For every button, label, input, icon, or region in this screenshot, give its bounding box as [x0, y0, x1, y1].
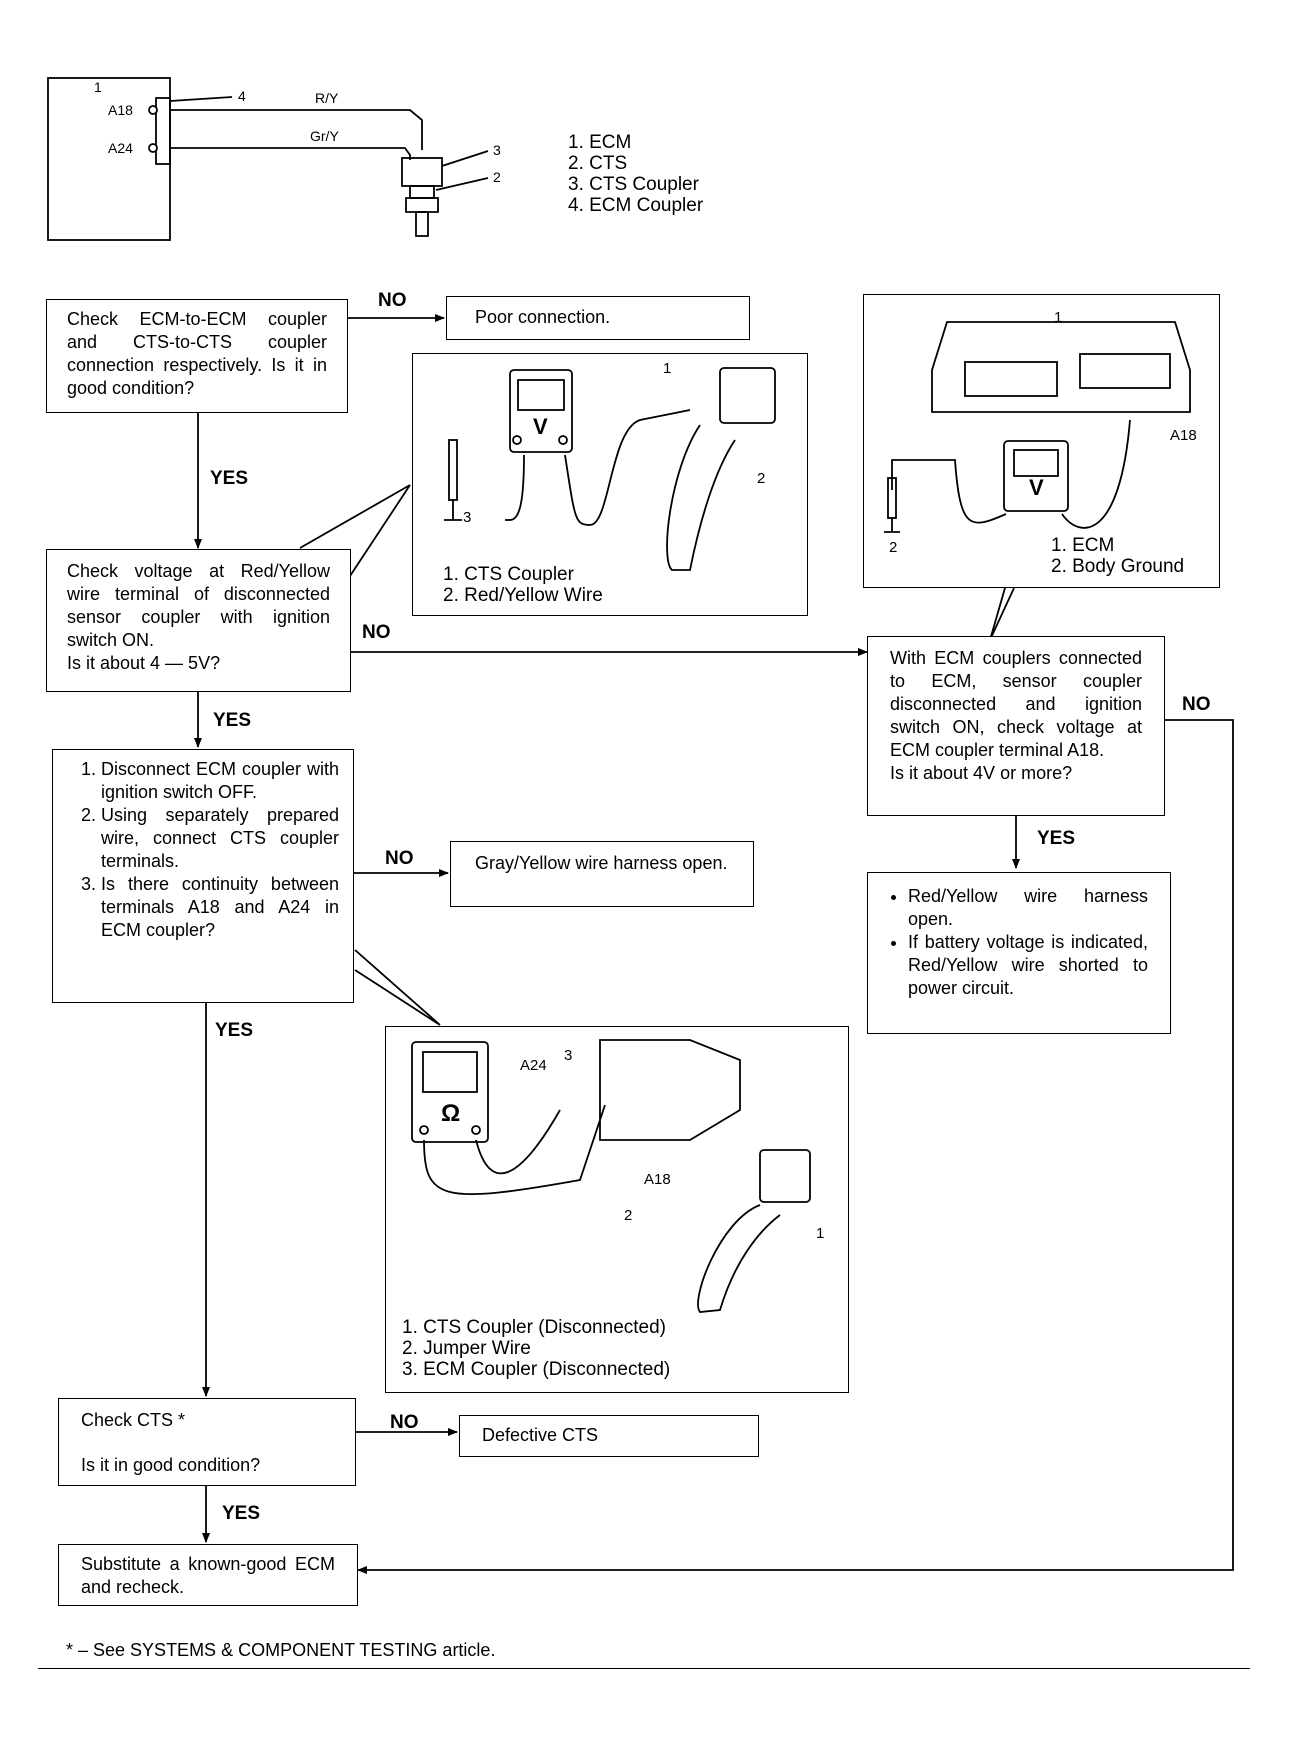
step-continuity: Disconnect ECM coupler with ignition swi… — [52, 749, 354, 1003]
step-check-cts-text: Check CTS * — [81, 1410, 186, 1430]
footer-rule — [38, 1668, 1250, 1669]
legend-item: 2. Body Ground — [1051, 556, 1185, 577]
footnote: * – See SYSTEMS & COMPONENT TESTING arti… — [66, 1640, 496, 1660]
step-continuity-item: Using separately prepared wire, connect … — [101, 804, 339, 873]
step-check-couplers: Check ECM-to-ECM coupler and CTS-to-CTS … — [46, 299, 348, 413]
legend-item: 1. CTS Coupler — [443, 564, 574, 585]
label-no: NO — [1182, 694, 1211, 715]
step-ecm-voltage-text: With ECM couplers connected to ECM, sens… — [890, 648, 1142, 760]
figure-pin-a24: A24 — [520, 1057, 547, 1074]
schematic-callout-4: 4 — [238, 88, 246, 104]
label-no: NO — [378, 290, 407, 311]
legend-item: 1. ECM — [1051, 535, 1115, 556]
result-defective-cts-text: Defective CTS — [482, 1425, 599, 1445]
result-poor-connection: Poor connection. — [446, 296, 750, 340]
label-no: NO — [390, 1412, 419, 1433]
legend-item: 2. CTS — [568, 153, 628, 174]
step-substitute-ecm-text: Substitute a known-good ECM and recheck. — [81, 1554, 335, 1597]
meter-symbol: Ω — [441, 1100, 461, 1127]
arrow-no-substitute — [357, 719, 1234, 1574]
figure-callout-1: 1 — [1054, 309, 1063, 326]
legend-item: 1. ECM — [568, 132, 632, 153]
result-defective-cts: Defective CTS — [459, 1415, 759, 1457]
figure-continuity: A24 3 A18 2 1 Ω 1. CTS Coupler (Disconne… — [385, 1026, 849, 1393]
meter-symbol: V — [1029, 475, 1044, 500]
label-yes: YES — [213, 710, 252, 731]
step-check-voltage-question: Is it about 4 — 5V? — [67, 653, 221, 673]
figure-callout-2: 2 — [889, 539, 898, 556]
step-check-cts-question: Is it in good condition? — [81, 1455, 261, 1475]
schematic-wire-ry: R/Y — [315, 90, 339, 106]
figure-cts-voltage: 1 2 3 V 1. CTS Coupler 2. Red/Yellow Wir… — [412, 353, 808, 616]
cts-coupler-drawing — [401, 157, 443, 187]
schematic-wire-gry: Gr/Y — [310, 128, 339, 144]
result-red-yellow: Red/Yellow wire harness open. If battery… — [867, 872, 1171, 1034]
label-yes: YES — [210, 468, 249, 489]
figure-cts-voltage-legend: 1. CTS Coupler 2. Red/Yellow Wire — [443, 564, 603, 606]
legend-item: 4. ECM Coupler — [568, 195, 704, 216]
figure-pin-a18: A18 — [1170, 427, 1197, 444]
schematic-legend: 1. ECM 2. CTS 3. CTS Coupler 4. ECM Coup… — [568, 132, 703, 216]
figure-continuity-legend: 1. CTS Coupler (Disconnected) 2. Jumper … — [402, 1317, 670, 1380]
legend-item: 2. Jumper Wire — [402, 1338, 531, 1359]
legend-item: 3. ECM Coupler (Disconnected) — [402, 1359, 671, 1380]
result-poor-connection-text: Poor connection. — [475, 307, 611, 327]
schematic-ecm-number: 1 — [94, 79, 102, 95]
label-yes: YES — [222, 1503, 261, 1524]
figure-callout-3: 3 — [564, 1047, 573, 1064]
step-check-voltage: Check voltage at Red/Yellow wire termina… — [46, 549, 351, 692]
step-substitute-ecm: Substitute a known-good ECM and recheck. — [58, 1544, 358, 1606]
figure-ecm-voltage-legend: 1. ECM 2. Body Ground — [1051, 535, 1184, 577]
step-check-couplers-text: Check ECM-to-ECM coupler and CTS-to-CTS … — [67, 309, 327, 398]
step-continuity-list: Disconnect ECM coupler with ignition swi… — [73, 758, 339, 942]
figure-pin-a18: A18 — [644, 1171, 671, 1188]
legend-item: 2. Red/Yellow Wire — [443, 585, 603, 606]
schematic-callout-2: 2 — [493, 169, 501, 185]
result-gray-yellow-open: Gray/Yellow wire harness open. — [450, 841, 754, 907]
step-ecm-voltage-question: Is it about 4V or more? — [890, 763, 1073, 783]
figure-callout-3: 3 — [463, 509, 472, 526]
result-gray-yellow-open-text: Gray/Yellow wire harness open. — [475, 853, 728, 873]
label-yes: YES — [1037, 828, 1076, 849]
meter-symbol: V — [533, 414, 548, 439]
step-check-voltage-text: Check voltage at Red/Yellow wire termina… — [67, 561, 330, 650]
label-no: NO — [362, 622, 391, 643]
figure-callout-1: 1 — [663, 360, 672, 377]
figure-ecm-voltage: 1 A18 2 V 1. ECM 2. Body Ground — [863, 294, 1220, 588]
ecm-coupler — [155, 97, 171, 165]
result-red-yellow-list: Red/Yellow wire harness open. If battery… — [882, 885, 1148, 1000]
figure-callout-2: 2 — [624, 1207, 633, 1224]
figure-callout-1: 1 — [816, 1225, 825, 1242]
step-check-cts: Check CTS * Is it in good condition? — [58, 1398, 356, 1486]
figure-callout-2: 2 — [757, 470, 766, 487]
legend-item: 3. CTS Coupler — [568, 174, 699, 195]
step-continuity-item: Disconnect ECM coupler with ignition swi… — [101, 758, 339, 804]
result-bullet: Red/Yellow wire harness open. — [908, 885, 1148, 931]
schematic-pin-a24: A24 — [108, 140, 133, 156]
schematic-pin-a18: A18 — [108, 102, 133, 118]
schematic-callout-3: 3 — [493, 142, 501, 158]
step-continuity-item: Is there continuity between terminals A1… — [101, 873, 339, 942]
result-bullet: If battery voltage is indicated, Red/Yel… — [908, 931, 1148, 1000]
step-ecm-voltage: With ECM couplers connected to ECM, sens… — [867, 636, 1165, 816]
legend-item: 1. CTS Coupler (Disconnected) — [402, 1317, 666, 1338]
label-no: NO — [385, 848, 414, 869]
label-yes: YES — [215, 1020, 254, 1041]
